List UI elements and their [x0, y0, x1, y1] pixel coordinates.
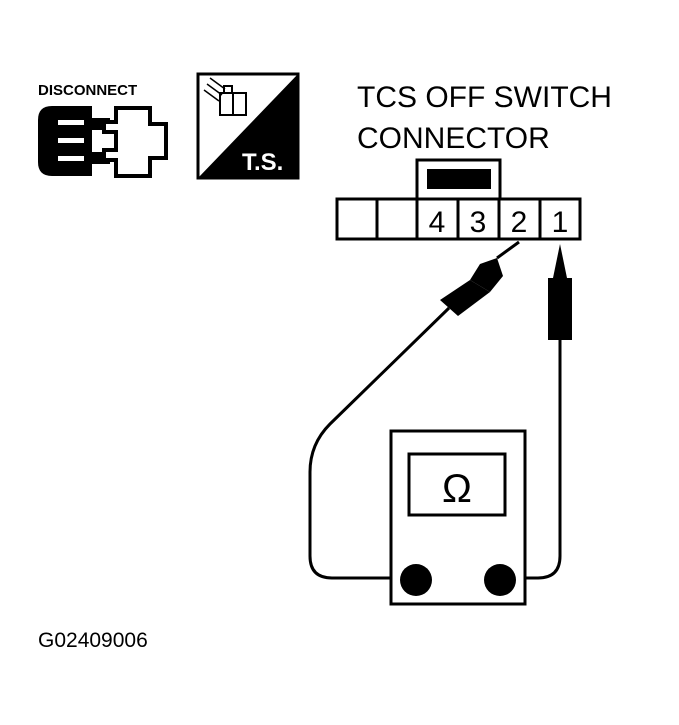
ohmmeter: Ω	[389, 429, 527, 606]
connector-body: 4 3 2 1	[335, 197, 582, 241]
terminal-4: 4	[429, 206, 446, 239]
ts-icon: T.S.	[196, 72, 300, 180]
disconnect-label: DISCONNECT	[38, 82, 137, 99]
probe-right	[500, 244, 572, 580]
socket-body	[102, 106, 168, 178]
ohm-symbol: Ω	[442, 467, 472, 511]
connector-lock	[415, 158, 502, 202]
figure-code: G02409006	[38, 629, 148, 652]
meter-terminal-right	[484, 564, 516, 596]
ts-badge-text: T.S.	[242, 149, 283, 176]
lead-wire-left	[308, 306, 451, 580]
terminal-3: 3	[470, 206, 487, 239]
meter-display	[407, 452, 507, 517]
probe-left	[308, 240, 520, 580]
meter-terminal-left	[400, 564, 432, 596]
lead-wire-right	[500, 340, 562, 580]
disconnect-icon: DISCONNECT	[38, 82, 168, 178]
terminal-1: 1	[552, 206, 569, 239]
connector-title-line1: TCS OFF SWITCH	[357, 81, 612, 114]
connector-title-line2: CONNECTOR	[357, 122, 550, 155]
terminal-2: 2	[511, 206, 528, 239]
